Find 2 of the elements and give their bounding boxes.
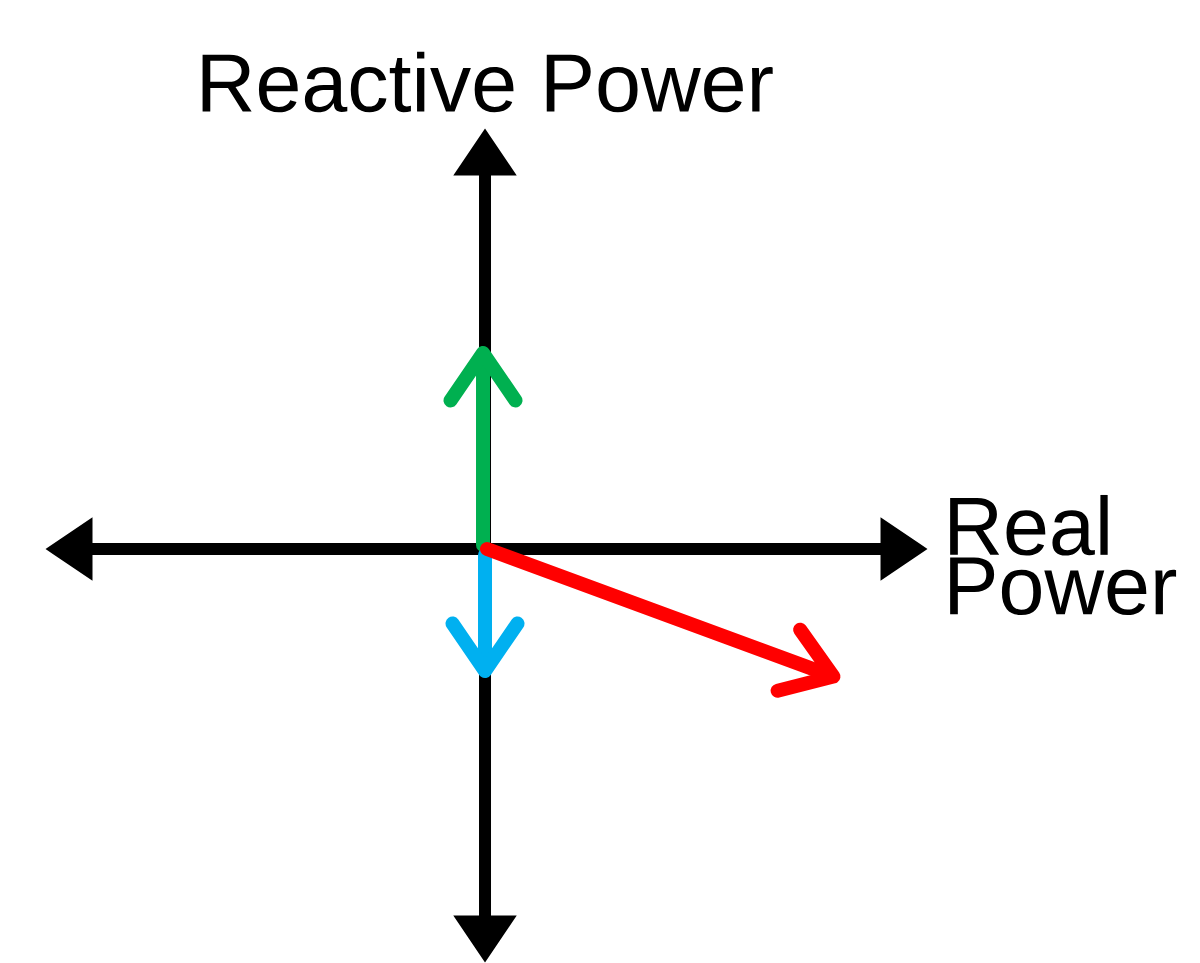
axis-label: Real Power	[950, 494, 1177, 615]
axis-label: Reactive Power	[202, 51, 773, 113]
